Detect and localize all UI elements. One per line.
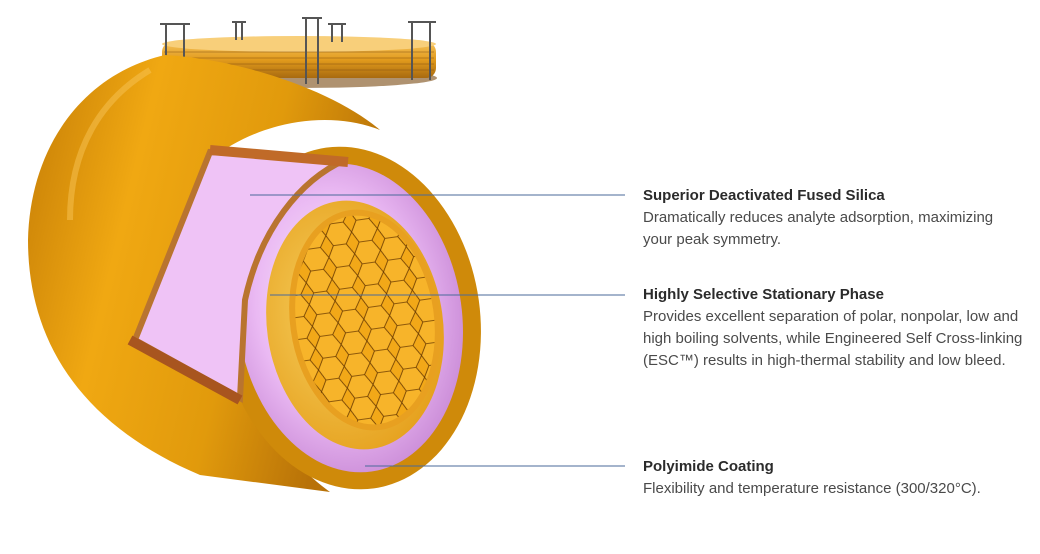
callout-description: Dramatically reduces analyte adsorption,…	[643, 209, 994, 248]
callout-title: Highly Selective Stationary Phase	[643, 286, 884, 303]
callout-stationary-phase: Highly Selective Stationary Phase Provid…	[643, 284, 1023, 372]
tube-cross-section	[127, 145, 481, 490]
callout-polyimide-coating: Polyimide Coating Flexibility and temper…	[643, 456, 1023, 500]
leader-lines	[250, 194, 625, 467]
callout-description: Flexibility and temperature resistance (…	[643, 480, 981, 497]
callout-title: Superior Deactivated Fused Silica	[643, 187, 885, 204]
callout-fused-silica: Superior Deactivated Fused Silica Dramat…	[643, 185, 1023, 251]
callout-description: Provides excellent separation of polar, …	[643, 308, 1023, 369]
callout-title: Polyimide Coating	[643, 458, 774, 475]
column-bore	[289, 209, 441, 431]
